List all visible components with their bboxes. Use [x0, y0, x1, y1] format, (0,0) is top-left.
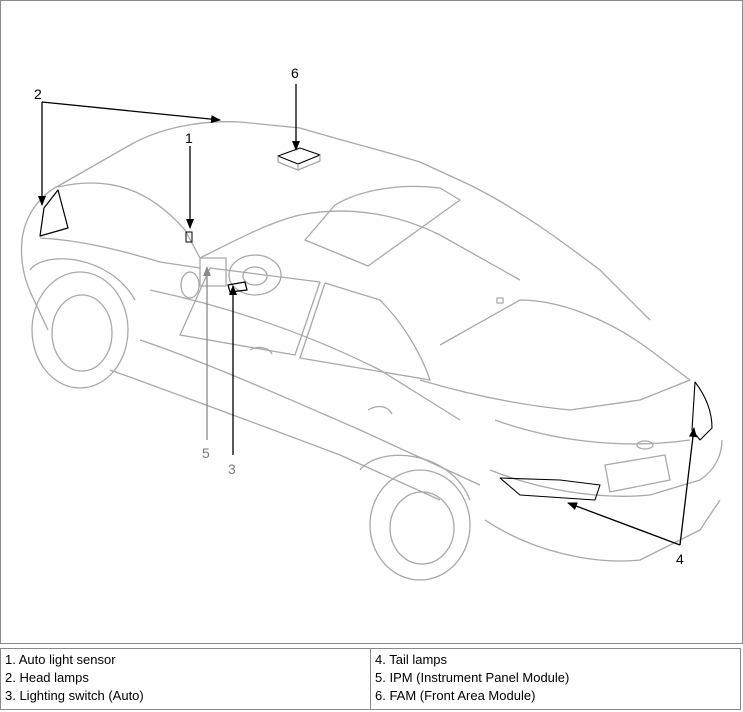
- legend-left-column: 1. Auto light sensor 2. Head lamps 3. Li…: [0, 648, 371, 710]
- legend-item-ipm: 5. IPM (Instrument Panel Module): [375, 670, 570, 685]
- callout-1: 1: [185, 130, 193, 146]
- legend-table: 1. Auto light sensor 2. Head lamps 3. Li…: [0, 648, 741, 710]
- callout-3: 3: [228, 461, 236, 477]
- legend-item-head-lamps: 2. Head lamps: [5, 670, 89, 685]
- leader-lines: [38, 84, 697, 546]
- car-outline: [20, 121, 723, 581]
- callout-4: 4: [676, 551, 684, 567]
- legend-right-column: 4. Tail lamps 5. IPM (Instrument Panel M…: [371, 649, 741, 710]
- legend-item-auto-light-sensor: 1. Auto light sensor: [5, 652, 116, 667]
- legend-item-fam: 6. FAM (Front Area Module): [375, 688, 536, 703]
- ipm-arrowhead: [203, 266, 211, 276]
- legend-item-tail-lamps: 4. Tail lamps: [375, 652, 448, 667]
- car-lighting-diagram: 2 6 1 5 3 4: [20, 65, 723, 581]
- legend-item-lighting-switch: 3. Lighting switch (Auto): [5, 688, 144, 703]
- callout-5: 5: [202, 445, 210, 461]
- callout-2: 2: [34, 86, 42, 102]
- callout-6: 6: [291, 65, 299, 81]
